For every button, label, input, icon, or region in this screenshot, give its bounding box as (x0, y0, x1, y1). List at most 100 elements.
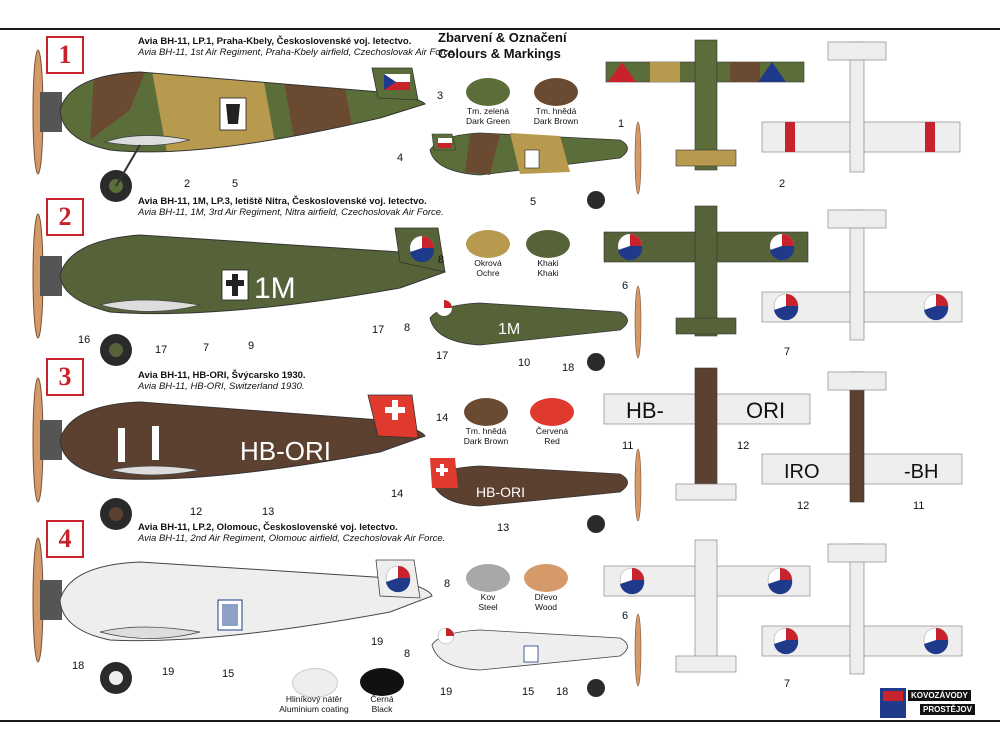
callout-18-4: 18 (72, 660, 85, 672)
callout-8-small-4: 8 (404, 648, 411, 660)
scheme-caption-1: Avia BH-11, LP.1, Praha-Kbely, Českoslov… (138, 36, 478, 58)
code-1m-small: 1M (498, 321, 520, 338)
swatch-ochre (466, 230, 510, 258)
logo-shield (880, 688, 906, 718)
scheme-badge-1: 1 (46, 36, 84, 74)
caption-cz: Avia BH-11, LP.2, Olomouc, Československ… (138, 522, 398, 533)
bottom-rule (0, 720, 1000, 722)
callout-13: 13 (262, 506, 275, 518)
callout-2-plan: 2 (779, 178, 786, 190)
callout-6: 6 (622, 280, 629, 292)
swatch-steel (466, 564, 510, 592)
title-en: Colours & Markings (438, 46, 561, 61)
caption-en: Avia BH-11, 1st Air Regiment, Praha-Kbel… (138, 47, 457, 58)
callout-17-small: 17 (436, 350, 449, 362)
callout-11: 11 (622, 440, 634, 452)
title-cz: Zbarvení & Označení (438, 30, 567, 45)
scheme-badge-4: 4 (46, 520, 84, 558)
callout-15: 15 (222, 668, 235, 680)
caption-en: Avia BH-11, 1M, 3rd Air Regiment, Nitra … (138, 207, 444, 218)
scheme-2-small-side-view: 1M (429, 285, 642, 371)
code-1m: 1M (254, 272, 296, 305)
code-hb-under-b: -BH (904, 461, 938, 483)
callout-3: 3 (437, 90, 444, 102)
callout-15-small: 15 (522, 686, 535, 698)
callout-16: 16 (78, 334, 91, 346)
logo-line-2: PROSTĚJOV (920, 704, 975, 715)
colours-markings-title: Zbarvení & Označení Colours & Markings (438, 30, 567, 62)
swatch-wood (524, 564, 568, 592)
callout-7-4: 7 (784, 678, 791, 690)
engine (40, 92, 62, 132)
callout-7-plan: 7 (784, 346, 791, 358)
callout-12-plan: 12 (737, 440, 750, 452)
plan-views: HB- ORI IRO -BH (603, 39, 963, 675)
scheme-badge-2: 2 (46, 198, 84, 236)
scheme-badge-3: 3 (46, 358, 84, 396)
callout-6-4: 6 (622, 610, 629, 622)
callout-8-4: 8 (444, 578, 451, 590)
top-rule (0, 28, 1000, 30)
callout-7: 7 (203, 342, 210, 354)
callout-8-small: 8 (404, 322, 411, 334)
scheme-1-side-view (32, 49, 426, 202)
scheme-4-small-side-view (431, 613, 642, 697)
callout-18-small: 18 (556, 686, 569, 698)
callout-5: 5 (232, 178, 239, 190)
callout-4: 4 (397, 152, 404, 164)
callout-2: 2 (184, 178, 191, 190)
callout-19-tail: 19 (371, 636, 384, 648)
caption-cz: Avia BH-11, 1M, LP.3, letiště Nitra, Čes… (138, 196, 427, 207)
scheme-caption-2: Avia BH-11, 1M, LP.3, letiště Nitra, Čes… (138, 196, 478, 218)
swatch-red (530, 398, 574, 426)
caption-en: Avia BH-11, 2nd Air Regiment, Olomouc ai… (138, 533, 446, 544)
caption-en: Avia BH-11, HB-ORI, Switzerland 1930. (138, 381, 305, 392)
caption-cz: Avia BH-11, HB-ORI, Švýcarsko 1930. (138, 370, 306, 381)
kovozavody-logo: KOVOZÁVODY PROSTĚJOV (880, 688, 996, 718)
swatch-aluminium (292, 668, 338, 698)
scheme-caption-3: Avia BH-11, HB-ORI, Švýcarsko 1930. Avia… (138, 370, 478, 392)
swatch-dark-brown (464, 398, 508, 426)
caption-cz: Avia BH-11, LP.1, Praha-Kbely, Českoslov… (138, 36, 412, 47)
callout-12-under: 12 (797, 500, 810, 512)
callout-10: 10 (518, 357, 531, 369)
callout-13-small: 13 (497, 522, 510, 534)
swatch-khaki (526, 230, 570, 258)
callout-11-under: 11 (913, 500, 925, 512)
logo-line-1: KOVOZÁVODY (908, 690, 971, 701)
scheme-caption-4: Avia BH-11, LP.2, Olomouc, Československ… (138, 522, 478, 544)
code-hb-under-a: IRO (784, 461, 820, 483)
swatch-black (360, 668, 404, 696)
callout-17-tail: 17 (372, 324, 385, 336)
scheme-1-small-side-view (429, 121, 642, 209)
callout-8: 8 (438, 254, 445, 266)
scheme-4-side-view (32, 537, 433, 694)
swatch-dark-green (466, 78, 510, 106)
callout-14-small: 14 (391, 488, 404, 500)
scheme-2-side-view: 1M (32, 213, 446, 366)
scheme-3-small-side-view: HB-ORI (430, 448, 642, 533)
callout-14: 14 (436, 412, 449, 424)
callout-12: 12 (190, 506, 203, 518)
code-hb-left: HB- (626, 398, 664, 423)
callout-18: 18 (562, 362, 575, 374)
callout-5-small: 5 (530, 196, 537, 208)
code-hb-right: ORI (746, 398, 785, 423)
callout-1: 1 (618, 118, 625, 130)
swatch-dark-brown (534, 78, 578, 106)
callout-19: 19 (162, 666, 175, 678)
code-hb-ori: HB-ORI (240, 436, 331, 466)
code-hb-ori-small: HB-ORI (476, 484, 525, 500)
callout-19-small: 19 (440, 686, 453, 698)
callout-9: 9 (248, 340, 255, 352)
